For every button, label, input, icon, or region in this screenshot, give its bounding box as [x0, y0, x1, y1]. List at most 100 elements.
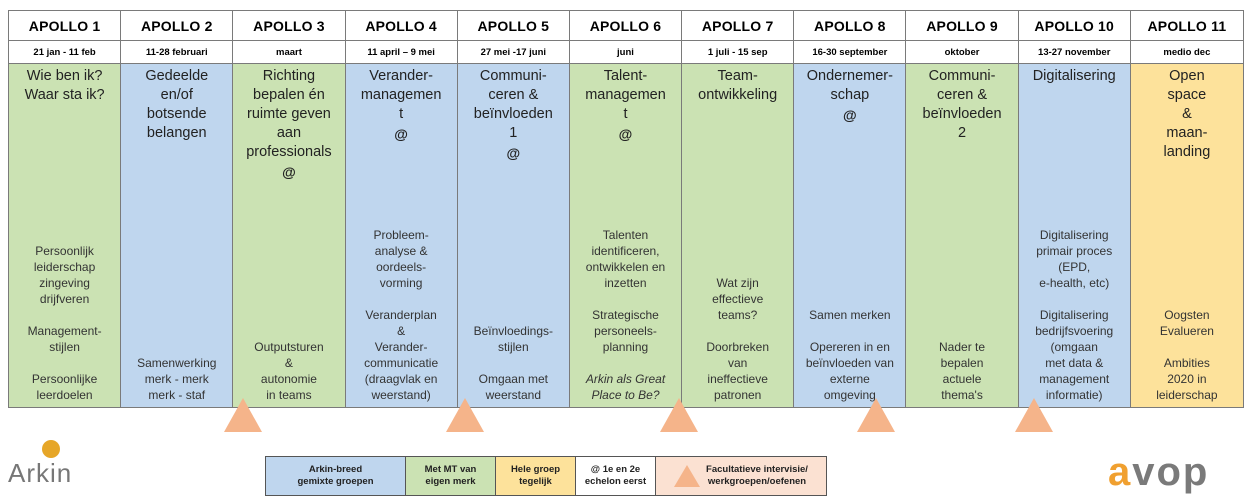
apollo-description: Probleem- analyse & oordeels- vorming	[373, 228, 429, 290]
apollo-title: APOLLO 3	[233, 11, 345, 41]
apollo-date: maart	[233, 41, 345, 64]
legend-label: @ 1e en 2e echelon eerst	[584, 464, 647, 487]
apollo-description: Samenwerking merk - merk merk - staf	[137, 356, 217, 402]
apollo-title: APOLLO 6	[569, 11, 682, 41]
apollo-description: Opereren in en beïnvloeden van externe o…	[805, 340, 894, 402]
apollo-description: Beïnvloedings- stijlen	[473, 324, 553, 354]
apollo-topic: Gedeelde en/of botsende belangen	[145, 68, 209, 141]
apollo-date: oktober	[906, 41, 1018, 64]
apollo-description: Digitalisering primair proces (EPD, e-he…	[1036, 228, 1113, 290]
apollo-date: 16-30 september	[794, 41, 906, 64]
avop-logo: avop	[1108, 452, 1209, 492]
apollo-date: juni	[569, 41, 682, 64]
legend-label: Met MT van eigen merk	[424, 464, 477, 487]
apollo-topic: Richting bepalen én ruimte geven aan pro…	[246, 68, 332, 160]
apollo-description: Samen merken	[809, 308, 891, 322]
apollo-topic: Verander- managemen t	[360, 68, 442, 122]
avop-logo-first-letter: a	[1108, 450, 1133, 494]
apollo-content: Communi- ceren & beïnvloeden 1 @ Beïnvloed…	[457, 64, 569, 407]
legend-label: Hele groep tegelijk	[510, 464, 561, 487]
arkin-logo-mark-icon	[42, 440, 60, 458]
apollo-description: Digitalisering bedrijfsvoering (omgaan m…	[1035, 308, 1114, 402]
apollo-content: Richting bepalen én ruimte geven aan pro…	[233, 64, 345, 407]
apollo-title: APOLLO 2	[121, 11, 233, 41]
apollo-topic: Talent- managemen t	[585, 68, 666, 122]
apollo-description: Persoonlijke leerdoelen	[31, 372, 98, 402]
intervision-triangle	[1015, 398, 1053, 432]
apollo-description: Doorbreken van ineffectieve patronen	[706, 340, 770, 402]
apollo-topic: Ondernemer- schap	[806, 68, 893, 103]
apollo-description: Ambities 2020 in leiderschap	[1156, 356, 1218, 402]
apollo-date: 27 mei -17 juni	[457, 41, 569, 64]
apollo-topic: Digitalisering	[1032, 68, 1116, 84]
apollo-title: APOLLO 5	[457, 11, 569, 41]
first-second-echelon-marker: @	[618, 126, 633, 142]
apollo-date: medio dec	[1130, 41, 1243, 64]
apollo-description: Strategische personeels- planning	[592, 308, 659, 354]
apollo-title: APOLLO 7	[682, 11, 794, 41]
apollo-description: Talenten identificeren, ontwikkelen en i…	[585, 228, 666, 290]
apollo-description: Wat zijn effectieve teams?	[712, 276, 764, 322]
legend-item: Arkin-breed gemixte groepen	[266, 457, 406, 495]
legend-label: Facultatieve intervisie/ werkgroepen/oef…	[706, 464, 808, 487]
apollo-title: APOLLO 4	[345, 11, 457, 41]
apollo-content: Verander- managemen t @ Probleem- analyse …	[345, 64, 457, 407]
apollo-title: APOLLO 9	[906, 11, 1018, 41]
apollo-topic: Open space & maan- landing	[1163, 68, 1211, 160]
apollo-content: Talent- managemen t @ Talenten identificer…	[569, 64, 682, 407]
first-second-echelon-marker: @	[843, 107, 857, 123]
apollo-date: 1 juli - 15 sep	[682, 41, 794, 64]
intervision-triangle	[660, 398, 698, 432]
apollo-content: Wie ben ik? Waar sta ik? Persoonlijk leid…	[9, 64, 121, 407]
legend-label: Arkin-breed gemixte groepen	[297, 464, 374, 487]
apollo-topic: Communi- ceren & beïnvloeden 1	[473, 68, 553, 141]
intervision-triangle	[224, 398, 262, 432]
apollo-title: APOLLO 10	[1018, 11, 1130, 41]
intervision-triangle	[857, 398, 895, 432]
apollo-description: Outputsturen & autonomie in teams	[254, 340, 324, 402]
triangle-icon	[674, 465, 701, 487]
legend: Arkin-breed gemixte groepen Met MT van ei…	[265, 456, 827, 496]
apollo-date: 13-27 november	[1018, 41, 1130, 64]
legend-item: Facultatieve intervisie/ werkgroepen/oef…	[656, 457, 826, 495]
apollo-topic: Wie ben ik? Waar sta ik?	[24, 68, 105, 103]
apollo-title: APOLLO 11	[1130, 11, 1243, 41]
avop-logo-text: vop	[1132, 450, 1210, 494]
apollo-description: Oogsten Evalueren	[1159, 308, 1214, 338]
arkin-logo: Arkin	[8, 440, 88, 495]
apollo-topic: Communi- ceren & beïnvloeden 2	[922, 68, 1002, 141]
apollo-content: Communi- ceren & beïnvloeden 2 Nader te b…	[906, 64, 1018, 407]
intervision-triangle	[446, 398, 484, 432]
first-second-echelon-marker: @	[394, 126, 408, 142]
apollo-description: Persoonlijk leiderschap zingeving drijfv…	[33, 244, 96, 306]
apollo-title: APOLLO 8	[794, 11, 906, 41]
first-second-echelon-marker: @	[282, 164, 296, 180]
first-second-echelon-marker: @	[506, 145, 521, 161]
apollo-date: 11 april – 9 mei	[345, 41, 457, 64]
apollo-italic-note: Arkin als Great Place to Be?	[585, 372, 666, 402]
apollo-title: APOLLO 1	[9, 11, 121, 41]
apollo-description: Omgaan met weerstand	[478, 372, 548, 402]
apollo-date: 11-28 februari	[121, 41, 233, 64]
apollo-description: Nader te bepalen actuele thema's	[939, 340, 986, 402]
apollo-description: Veranderplan & Verander- communicatie (d…	[364, 308, 439, 402]
legend-item: @ 1e en 2e echelon eerst	[576, 457, 656, 495]
legend-item: Met MT van eigen merk	[406, 457, 496, 495]
apollo-topic: Team- ontwikkeling	[698, 68, 778, 103]
apollo-description: Management- stijlen	[27, 324, 102, 354]
